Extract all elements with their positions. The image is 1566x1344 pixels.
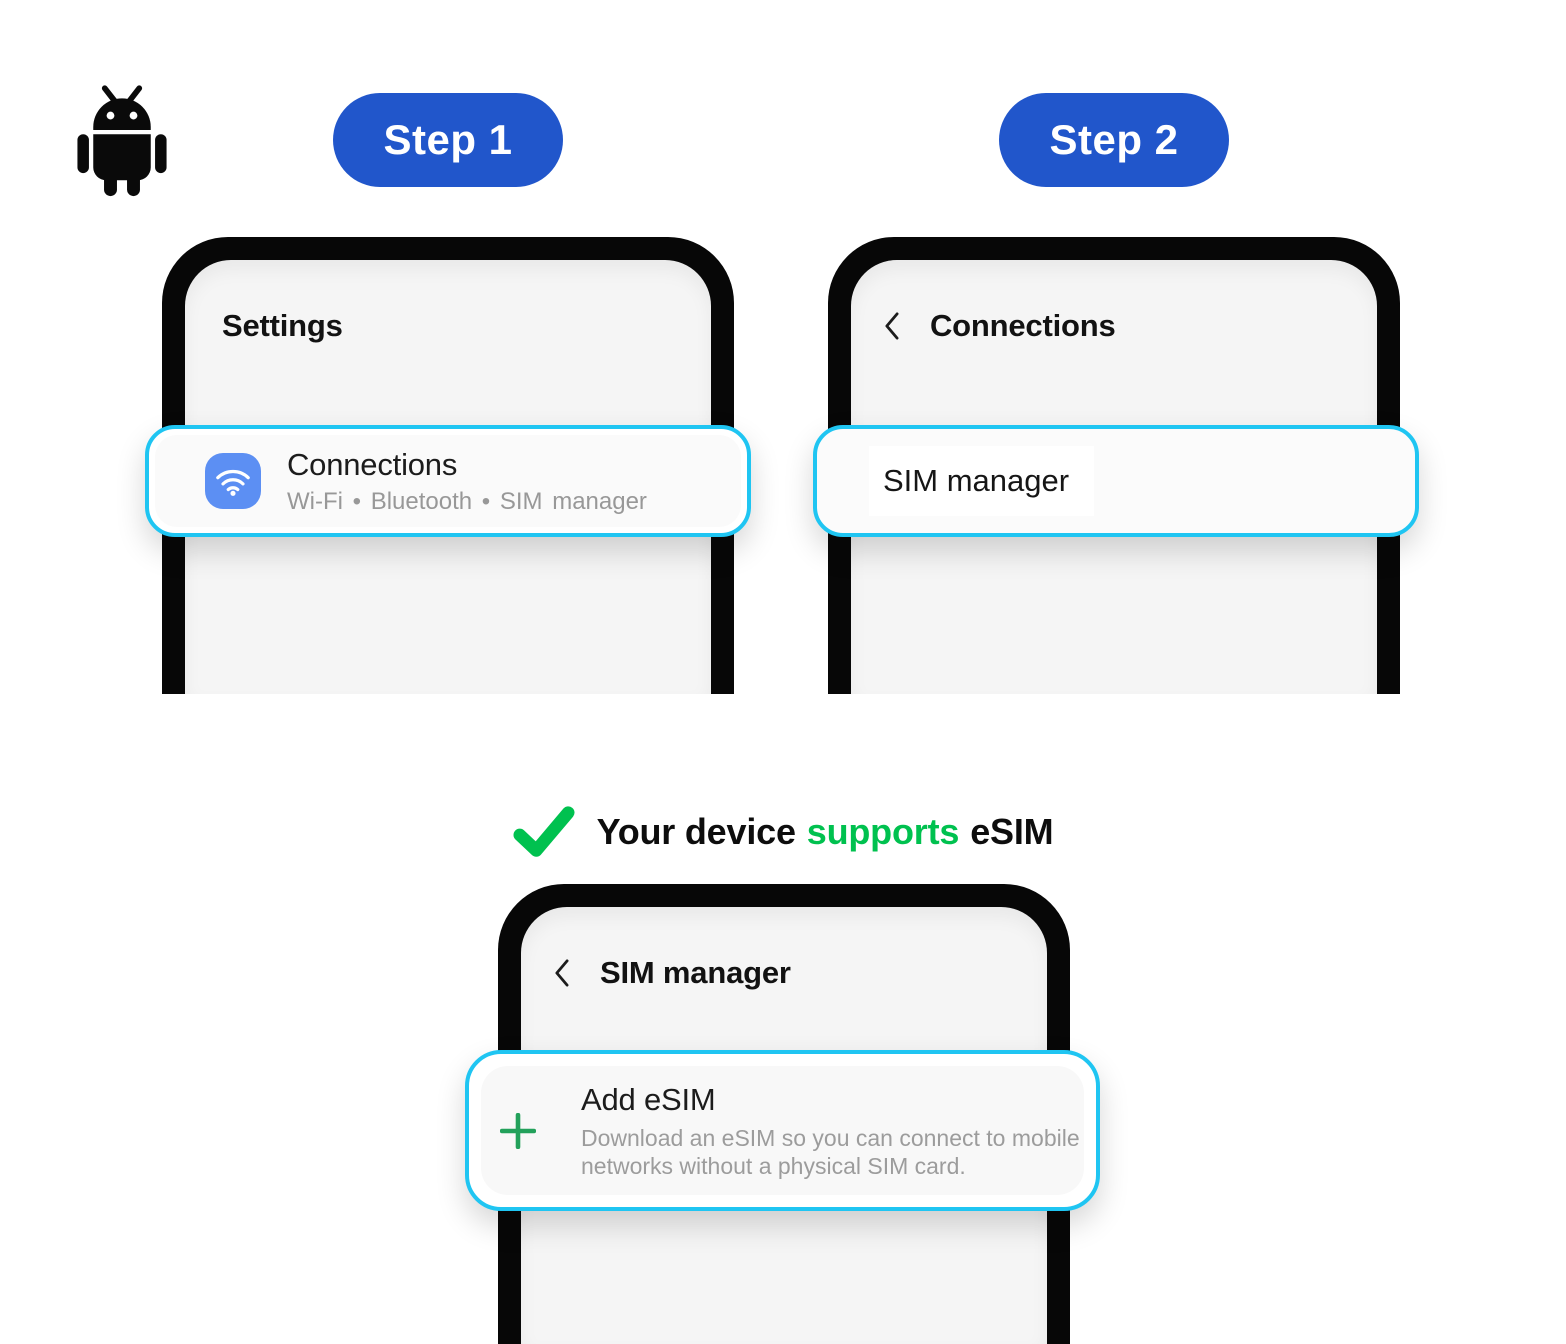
sim-manager-row[interactable]: SIM manager xyxy=(813,425,1419,537)
step-1-badge: Step 1 xyxy=(333,93,563,187)
connections-row[interactable]: Connections Wi-Fi • Bluetooth • SIM mana… xyxy=(145,425,751,537)
settings-header: Settings xyxy=(222,306,343,346)
plus-icon xyxy=(500,1112,536,1149)
result-highlight: supports xyxy=(806,811,960,852)
add-esim-row[interactable]: Add eSIM Download an eSIM so you can con… xyxy=(465,1050,1100,1211)
sim-manager-row-title: SIM manager xyxy=(869,446,1095,516)
step-2-badge: Step 2 xyxy=(999,93,1229,187)
connections-row-text: Connections Wi-Fi • Bluetooth • SIM mana… xyxy=(287,447,647,516)
add-esim-row-text: Add eSIM Download an eSIM so you can con… xyxy=(581,1082,1101,1180)
connections-row-title: Connections xyxy=(287,446,458,482)
connections-title: Connections xyxy=(930,308,1116,343)
connections-wifi-badge xyxy=(205,453,261,509)
step-2-label: Step 2 xyxy=(1049,116,1179,163)
add-esim-plus-wrap xyxy=(495,1108,541,1154)
wifi-icon xyxy=(216,469,250,496)
back-chevron-icon[interactable] xyxy=(553,959,570,987)
sim-manager-title: SIM manager xyxy=(600,955,791,990)
add-esim-row-title: Add eSIM xyxy=(581,1081,716,1117)
back-chevron-icon[interactable] xyxy=(883,312,900,340)
result-suffix: eSIM xyxy=(970,811,1054,852)
sim-manager-header: SIM manager xyxy=(553,953,791,993)
android-logo-icon xyxy=(77,85,167,197)
settings-title: Settings xyxy=(222,308,343,343)
step-1-label: Step 1 xyxy=(383,116,513,163)
connections-header: Connections xyxy=(883,306,1116,346)
connections-row-subtitle: Wi-Fi • Bluetooth • SIM manager xyxy=(287,487,647,515)
add-esim-row-description: Download an eSIM so you can connect to m… xyxy=(581,1124,1080,1179)
success-checkmark-icon xyxy=(513,806,575,857)
result-prefix: Your device xyxy=(596,811,796,852)
